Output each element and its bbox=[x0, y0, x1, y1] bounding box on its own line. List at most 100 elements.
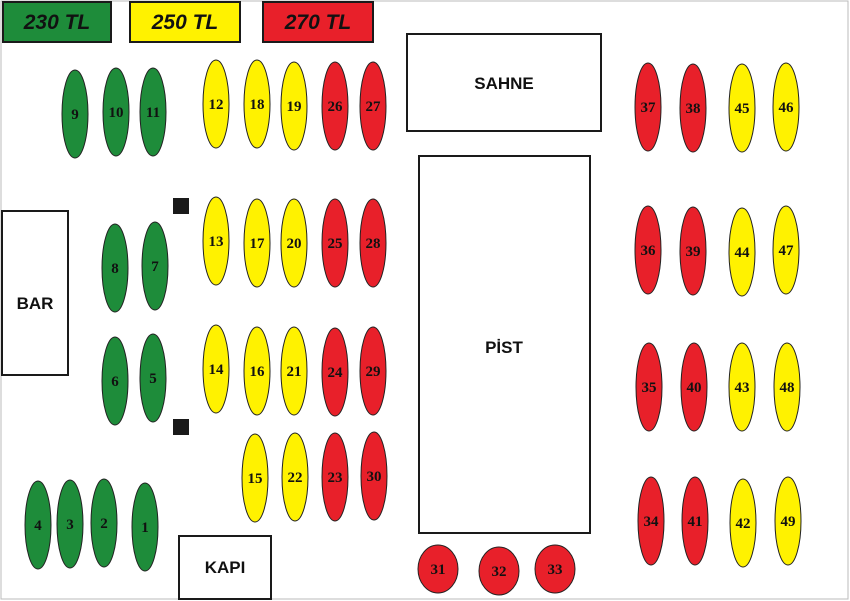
table-number: 31 bbox=[431, 562, 446, 578]
table-35[interactable]: 35 bbox=[635, 342, 663, 432]
table-shape[interactable] bbox=[772, 62, 800, 152]
table-shape[interactable] bbox=[772, 205, 800, 295]
table-19[interactable]: 19 bbox=[280, 61, 308, 151]
table-shape[interactable] bbox=[635, 342, 663, 432]
table-shape[interactable] bbox=[478, 546, 520, 596]
table-20[interactable]: 20 bbox=[280, 198, 308, 288]
table-shape[interactable] bbox=[139, 333, 167, 423]
table-shape[interactable] bbox=[202, 59, 230, 149]
table-31[interactable]: 31 bbox=[417, 544, 459, 594]
table-41[interactable]: 41 bbox=[681, 476, 709, 566]
table-29[interactable]: 29 bbox=[359, 326, 387, 416]
table-16[interactable]: 16 bbox=[243, 326, 271, 416]
table-shape[interactable] bbox=[774, 476, 802, 566]
table-5[interactable]: 5 bbox=[139, 333, 167, 423]
table-shape[interactable] bbox=[280, 326, 308, 416]
table-37[interactable]: 37 bbox=[634, 62, 662, 152]
table-49[interactable]: 49 bbox=[774, 476, 802, 566]
table-14[interactable]: 14 bbox=[202, 324, 230, 414]
table-21[interactable]: 21 bbox=[280, 326, 308, 416]
table-8[interactable]: 8 bbox=[101, 223, 129, 313]
table-46[interactable]: 46 bbox=[772, 62, 800, 152]
table-40[interactable]: 40 bbox=[680, 342, 708, 432]
table-shape[interactable] bbox=[241, 433, 269, 523]
table-17[interactable]: 17 bbox=[243, 198, 271, 288]
table-shape[interactable] bbox=[417, 544, 459, 594]
table-shape[interactable] bbox=[728, 63, 756, 153]
table-shape[interactable] bbox=[680, 342, 708, 432]
table-25[interactable]: 25 bbox=[321, 198, 349, 288]
table-22[interactable]: 22 bbox=[281, 432, 309, 522]
table-30[interactable]: 30 bbox=[360, 431, 388, 521]
table-27[interactable]: 27 bbox=[359, 61, 387, 151]
table-shape[interactable] bbox=[634, 205, 662, 295]
table-shape[interactable] bbox=[101, 336, 129, 426]
table-shape[interactable] bbox=[321, 432, 349, 522]
table-shape[interactable] bbox=[728, 342, 756, 432]
table-shape[interactable] bbox=[679, 206, 707, 296]
table-shape[interactable] bbox=[139, 67, 167, 157]
table-15[interactable]: 15 bbox=[241, 433, 269, 523]
table-42[interactable]: 42 bbox=[729, 478, 757, 568]
table-11[interactable]: 11 bbox=[139, 67, 167, 157]
table-shape[interactable] bbox=[359, 198, 387, 288]
table-shape[interactable] bbox=[534, 544, 576, 594]
table-23[interactable]: 23 bbox=[321, 432, 349, 522]
table-shape[interactable] bbox=[321, 327, 349, 417]
table-36[interactable]: 36 bbox=[634, 205, 662, 295]
table-44[interactable]: 44 bbox=[728, 207, 756, 297]
table-38[interactable]: 38 bbox=[679, 63, 707, 153]
table-shape[interactable] bbox=[243, 198, 271, 288]
table-shape[interactable] bbox=[90, 478, 118, 568]
table-39[interactable]: 39 bbox=[679, 206, 707, 296]
table-2[interactable]: 2 bbox=[90, 478, 118, 568]
table-4[interactable]: 4 bbox=[24, 480, 52, 570]
table-28[interactable]: 28 bbox=[359, 198, 387, 288]
table-shape[interactable] bbox=[202, 324, 230, 414]
table-shape[interactable] bbox=[56, 479, 84, 569]
table-shape[interactable] bbox=[321, 198, 349, 288]
table-shape[interactable] bbox=[773, 342, 801, 432]
table-12[interactable]: 12 bbox=[202, 59, 230, 149]
table-47[interactable]: 47 bbox=[772, 205, 800, 295]
table-9[interactable]: 9 bbox=[61, 69, 89, 159]
table-shape[interactable] bbox=[102, 67, 130, 157]
table-18[interactable]: 18 bbox=[243, 59, 271, 149]
table-34[interactable]: 34 bbox=[637, 476, 665, 566]
table-shape[interactable] bbox=[24, 480, 52, 570]
table-32[interactable]: 32 bbox=[478, 546, 520, 596]
table-3[interactable]: 3 bbox=[56, 479, 84, 569]
table-shape[interactable] bbox=[728, 207, 756, 297]
table-shape[interactable] bbox=[141, 221, 169, 311]
table-shape[interactable] bbox=[101, 223, 129, 313]
table-shape[interactable] bbox=[280, 61, 308, 151]
table-shape[interactable] bbox=[321, 61, 349, 151]
table-48[interactable]: 48 bbox=[773, 342, 801, 432]
table-shape[interactable] bbox=[679, 63, 707, 153]
table-1[interactable]: 1 bbox=[131, 482, 159, 572]
table-24[interactable]: 24 bbox=[321, 327, 349, 417]
table-shape[interactable] bbox=[359, 326, 387, 416]
table-shape[interactable] bbox=[202, 196, 230, 286]
table-shape[interactable] bbox=[243, 59, 271, 149]
table-43[interactable]: 43 bbox=[728, 342, 756, 432]
table-26[interactable]: 26 bbox=[321, 61, 349, 151]
table-10[interactable]: 10 bbox=[102, 67, 130, 157]
table-shape[interactable] bbox=[61, 69, 89, 159]
table-45[interactable]: 45 bbox=[728, 63, 756, 153]
table-shape[interactable] bbox=[637, 476, 665, 566]
table-shape[interactable] bbox=[243, 326, 271, 416]
table-shape[interactable] bbox=[280, 198, 308, 288]
table-7[interactable]: 7 bbox=[141, 221, 169, 311]
table-shape[interactable] bbox=[681, 476, 709, 566]
table-shape[interactable] bbox=[359, 61, 387, 151]
table-shape[interactable] bbox=[131, 482, 159, 572]
table-13[interactable]: 13 bbox=[202, 196, 230, 286]
table-shape[interactable] bbox=[281, 432, 309, 522]
table-shape[interactable] bbox=[360, 431, 388, 521]
table-6[interactable]: 6 bbox=[101, 336, 129, 426]
table-shape[interactable] bbox=[729, 478, 757, 568]
table-33[interactable]: 33 bbox=[534, 544, 576, 594]
table-shape[interactable] bbox=[634, 62, 662, 152]
